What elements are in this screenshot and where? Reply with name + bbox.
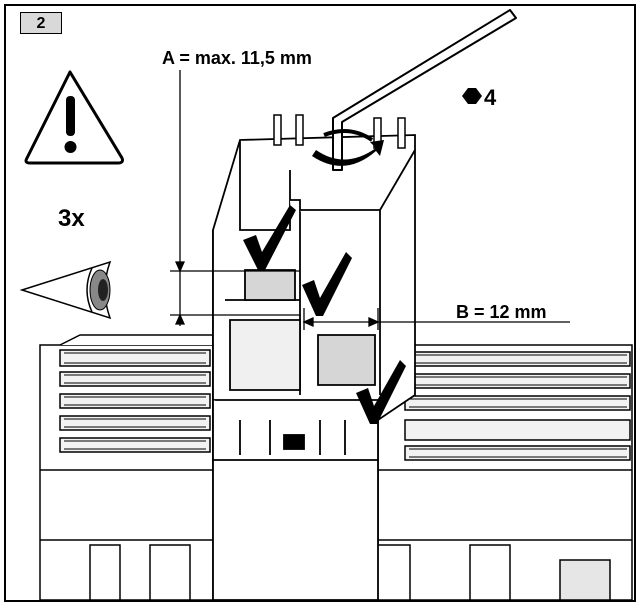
- terminal-cells: [64, 352, 627, 458]
- hex-key-size-icon: [462, 88, 482, 104]
- hex-key-size-label: 4: [484, 85, 497, 110]
- warning-icon: [24, 70, 124, 165]
- dimension-b-lines: [302, 308, 570, 330]
- dimension-b-label: B = 12 mm: [456, 302, 547, 322]
- dimension-a-label: A = max. 11,5 mm: [162, 48, 312, 68]
- eye-icon: [19, 260, 112, 320]
- diagram-frame: [4, 4, 636, 602]
- rotate-arrow-icon: [312, 129, 384, 166]
- dimension-a-lines: [170, 70, 300, 326]
- hex-key-icon: [332, 9, 517, 171]
- repeat-count-label: 3x: [58, 205, 85, 232]
- checkmark-icon: [243, 205, 406, 424]
- step-number-badge: 2: [20, 12, 62, 34]
